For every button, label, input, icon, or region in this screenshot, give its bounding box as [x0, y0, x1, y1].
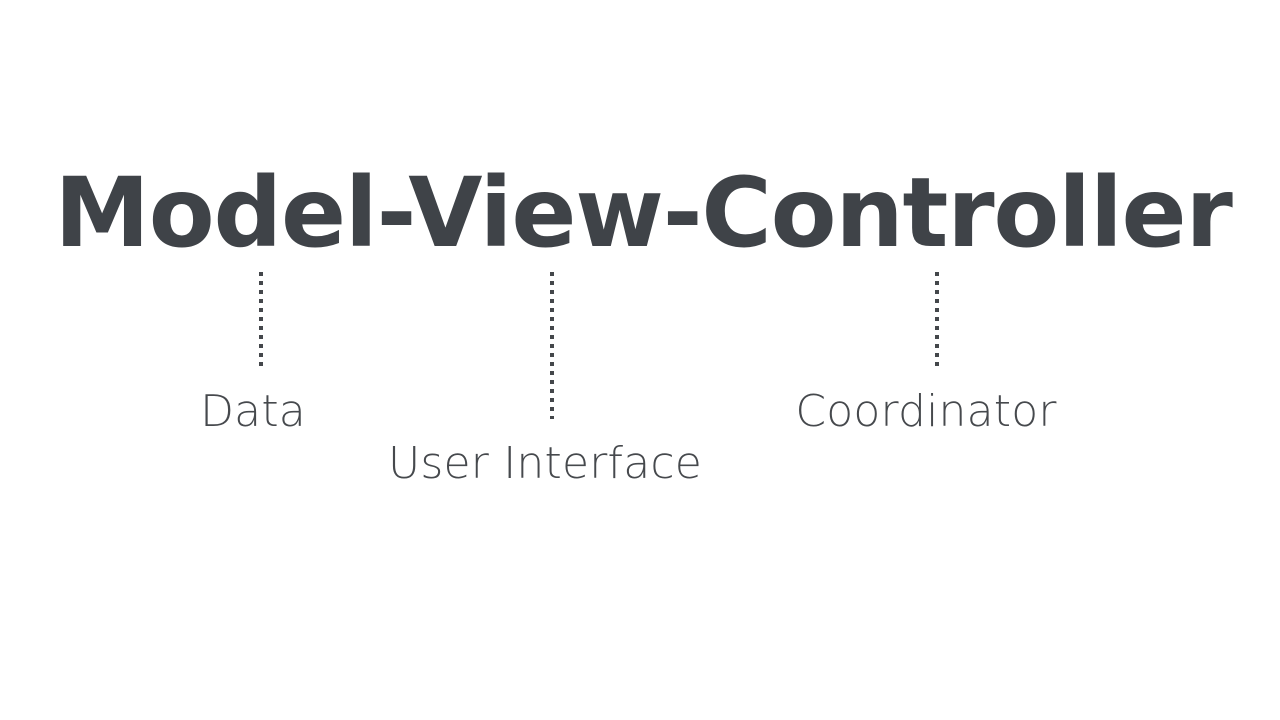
- connector-line-controller: [935, 272, 939, 366]
- annotation-label-model: Data: [200, 386, 306, 437]
- annotation-label-view: User Interface: [387, 438, 703, 489]
- connector-line-model: [259, 272, 263, 366]
- connector-line-view: [550, 272, 554, 419]
- annotation-label-controller: Coordinator: [795, 386, 1057, 437]
- page-title: Model-View-Controller: [54, 157, 1232, 269]
